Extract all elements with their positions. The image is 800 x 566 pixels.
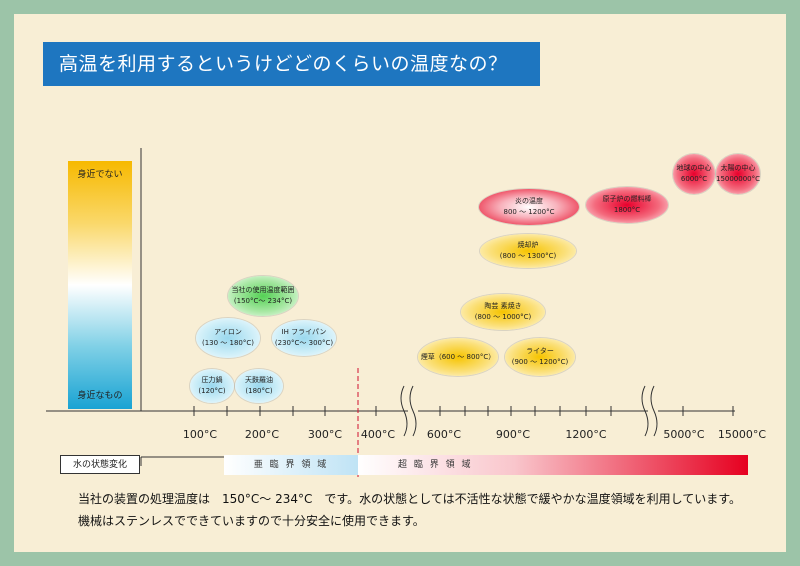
axis-break-1 [400,385,417,437]
bubble-range: 6000°C [680,175,708,183]
bubble-label: 当社の使用温度範囲 [231,286,295,294]
bubble-range: (800 ～ 1300°C) [499,252,557,260]
axis-ticks [193,406,734,416]
bubble-label: ライター [526,347,554,355]
bubble-label: 天麩羅油 [245,376,273,384]
bubble-frying-pan: IH フライパン (230°C～ 300°C) [272,320,336,356]
scale-top-label: 身近でない [77,170,123,180]
bubble-label: アイロン [214,328,242,336]
familiarity-scale-bar: 身近でない 身近なもの [68,161,132,409]
bubble-cigarette: 煙草（600 ～ 800°C） [418,338,498,376]
tick-label-5000: 5000°C [663,428,705,441]
supercritical-region: 超 臨 界 領 域 [358,455,748,475]
bubble-tempura-oil: 天麩羅油 (180°C) [235,369,283,403]
bubble-flame: 炎の温度 800 ～ 1200°C [479,189,579,225]
scale-bottom-label: 身近なもの [77,391,123,401]
bubble-label: 地球の中心 [676,164,712,172]
supercritical-region-label: 超 臨 界 領 域 [398,460,473,470]
bubble-range: (230°C～ 300°C) [274,339,334,347]
bubble-label: 炎の温度 [515,197,543,205]
bubble-label: 圧力鍋 [201,376,223,384]
bubble-company-range: 当社の使用温度範囲 (150°C～ 234°C) [228,276,298,316]
bubble-range: (130 ～ 180°C) [201,339,255,347]
bubble-label: 原子炉の燃料棒 [602,195,652,203]
bubble-lighter: ライター (900 ～ 1200°C) [505,338,575,376]
bubble-pressure-cooker: 圧力鍋 (120°C) [190,369,234,403]
bubble-sun-core: 太陽の中心 15000000°C [716,154,760,194]
note-line-2: 機械はステンレスでできていますので十分安全に使用できます。 [78,514,425,528]
bubble-range: 1800°C [613,206,641,214]
bubble-label: 太陽の中心 [720,164,756,172]
bubble-range: 800 ～ 1200°C [503,208,555,216]
subcritical-region: 亜 臨 界 領 域 [224,455,358,475]
bubble-label: 煙草（600 ～ 800°C） [420,352,496,361]
bubble-label: 焼却炉 [517,241,539,249]
bubble-label: 陶芸 素焼き [484,302,522,310]
bubble-label: IH フライパン [281,328,327,336]
bubble-reactor-fuel: 原子炉の燃料棒 1800°C [586,187,668,223]
tick-label-100: 100°C [182,428,218,441]
bubble-range: (900 ～ 1200°C) [511,358,569,366]
tick-label-600: 600°C [426,428,462,441]
tick-label-400: 400°C [360,428,396,441]
page-title: 高温を利用するというけどどのくらいの温度なの？ [43,42,540,86]
tick-label-200: 200°C [244,428,280,441]
bubble-range: 15000000°C [715,175,761,183]
bubble-incinerator: 焼却炉 (800 ～ 1300°C) [480,234,576,268]
tick-label-15000: 15000°C [717,428,767,441]
bubble-range: (120°C) [198,387,226,395]
bubble-iron: アイロン (130 ～ 180°C) [196,318,260,358]
tick-label-300: 300°C [307,428,343,441]
bubble-earth-core: 地球の中心 6000°C [673,154,715,194]
tick-label-1200: 1200°C [565,428,607,441]
tick-label-900: 900°C [495,428,531,441]
bubble-range: (800 ～ 1000°C) [474,313,532,321]
axis-break-2 [641,385,658,437]
bubble-range: (180°C) [245,387,273,395]
note-line-1: 当社の装置の処理温度は 150°C～ 234°C です。水の状態としては不活性な… [78,492,742,506]
bubble-pottery: 陶芸 素焼き (800 ～ 1000°C) [461,294,545,330]
water-state-label: 水の状態変化 [60,455,140,474]
bubble-range: (150°C～ 234°C) [233,297,293,305]
